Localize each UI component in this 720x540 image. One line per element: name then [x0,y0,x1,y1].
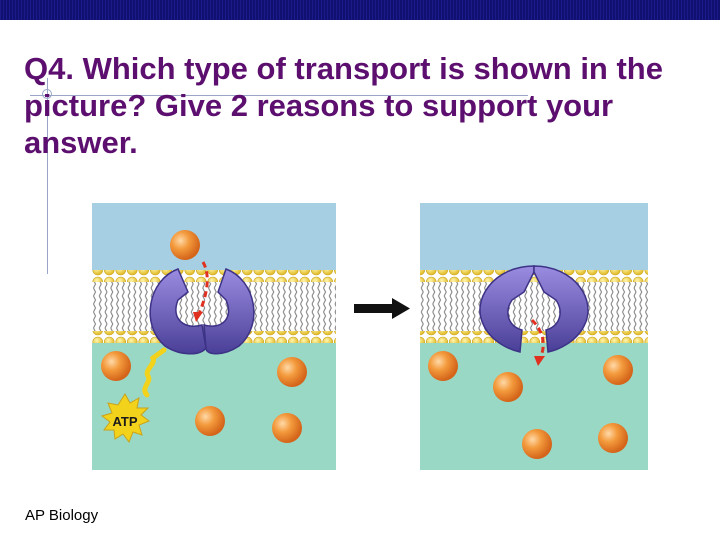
particle [598,423,628,453]
guide-crosshair [42,89,52,99]
left-panel [92,203,336,470]
particle [277,357,307,387]
lipid-heads-top [92,270,336,282]
particle [170,230,200,260]
particle [101,351,131,381]
guide-line-vertical [47,78,48,274]
atp-starburst [100,393,151,444]
footer-label: AP Biology [25,507,99,524]
arrow-head-in [193,312,203,322]
outside-fluid [420,203,648,270]
atp-label: ATP [112,414,137,429]
particle [428,351,458,381]
lipid-heads-bottom [420,331,648,343]
dashed-arrow-release [530,318,545,359]
particle [272,413,302,443]
outside-fluid [92,203,336,270]
dashed-arrow-in [196,261,209,317]
particle [493,372,523,402]
lipid-heads-top [420,270,648,282]
guide-line-horizontal [30,95,528,96]
particle [603,355,633,385]
particle [522,429,552,459]
question-text: Q4. Which type of transport is shown in … [24,51,663,160]
title-bar-decoration [0,0,720,20]
transition-arrow [354,298,410,319]
carrier-protein-open-in [479,265,589,353]
particle [195,406,225,436]
carrier-protein-open-out [149,268,255,355]
energy-squiggle [142,347,167,398]
lipid-tails [92,282,336,331]
arrow-head-release [534,356,545,366]
right-panel [420,203,648,470]
